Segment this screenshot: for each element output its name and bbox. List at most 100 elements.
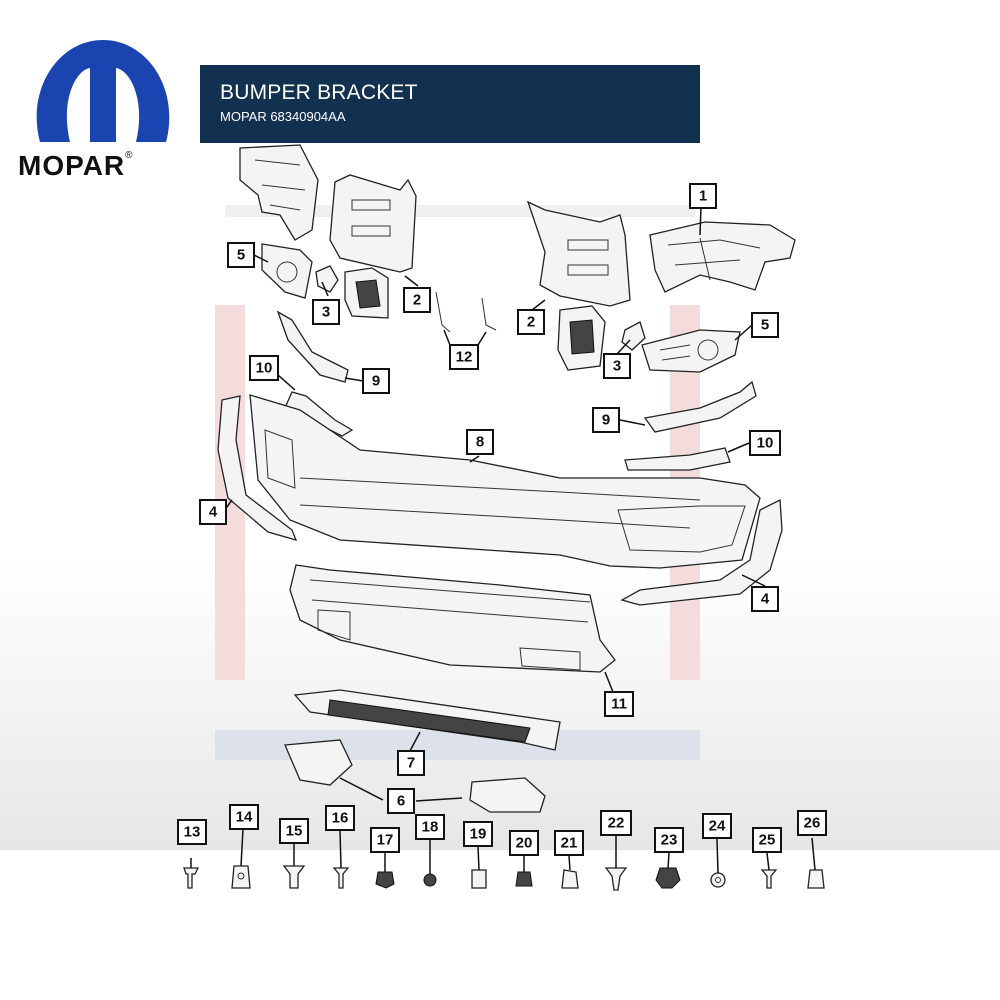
strap-right [481, 297, 497, 331]
svg-text:15: 15 [286, 823, 303, 840]
svg-text:21: 21 [561, 835, 578, 852]
callout-3-left: 3 [312, 299, 340, 325]
svg-text:13: 13 [184, 824, 201, 841]
clip-bracket-left [315, 265, 339, 293]
callout-5-right: 5 [751, 312, 779, 338]
callout-15: 15 [279, 818, 309, 844]
callout-5-left: 5 [227, 242, 255, 268]
callout-1: 1 [689, 183, 717, 209]
fastener-26 [807, 869, 825, 889]
end-cap-left [217, 395, 298, 541]
svg-text:3: 3 [322, 304, 330, 321]
fastener-18 [423, 873, 437, 887]
callout-10-left: 10 [249, 355, 279, 381]
fastener-14 [231, 865, 251, 889]
svg-text:8: 8 [476, 434, 484, 451]
svg-text:4: 4 [209, 504, 218, 521]
callout-3-right: 3 [603, 353, 631, 379]
fastener-22 [604, 867, 628, 891]
callout-22: 22 [600, 810, 632, 836]
svg-text:9: 9 [602, 412, 610, 429]
mounting-plate-left [329, 174, 417, 273]
fastener-17 [375, 871, 395, 889]
fastener-13 [183, 867, 200, 889]
leader-lines [190, 205, 816, 874]
callout-14: 14 [229, 804, 259, 830]
callout-23: 23 [654, 827, 684, 853]
fastener-21 [561, 869, 579, 889]
sensor-bracket-left [344, 267, 389, 319]
callout-19: 19 [463, 821, 493, 847]
callout-12: 12 [449, 344, 479, 370]
svg-text:4: 4 [761, 591, 770, 608]
callout-6: 6 [387, 788, 415, 814]
callout-9-left: 9 [362, 368, 390, 394]
main-bumper-cover [249, 394, 761, 569]
strap-left [435, 291, 451, 333]
callout-13: 13 [177, 819, 207, 845]
callout-16: 16 [325, 805, 355, 831]
svg-text:9: 9 [372, 373, 380, 390]
mounting-plate-right [526, 200, 631, 307]
part-number: MOPAR 68340904AA [220, 109, 346, 124]
fastener-25 [760, 869, 778, 889]
svg-text:19: 19 [470, 826, 487, 843]
svg-text:1: 1 [699, 188, 707, 205]
callout-20: 20 [509, 830, 539, 856]
mopar-m-logo-icon [36, 40, 170, 142]
svg-text:26: 26 [804, 815, 821, 832]
svg-text:6: 6 [397, 793, 405, 810]
fastener-20 [515, 871, 533, 887]
svg-text:5: 5 [761, 317, 769, 334]
callout-26: 26 [797, 810, 827, 836]
svg-text:7: 7 [407, 755, 415, 772]
svg-text:12: 12 [456, 349, 473, 366]
fastener-19 [471, 869, 487, 889]
svg-text:18: 18 [422, 819, 439, 836]
svg-text:2: 2 [413, 292, 421, 309]
callout-2-left: 2 [403, 287, 431, 313]
callout-21: 21 [554, 830, 584, 856]
svg-text:2: 2 [527, 314, 535, 331]
svg-text:25: 25 [759, 832, 776, 849]
svg-text:16: 16 [332, 810, 349, 827]
svg-text:3: 3 [613, 358, 621, 375]
callout-18: 18 [415, 814, 445, 840]
svg-text:17: 17 [377, 832, 394, 849]
callout-25: 25 [752, 827, 782, 853]
lower-trim-right [624, 447, 731, 471]
grille-insert [293, 689, 561, 751]
bracket-right-upper [649, 221, 796, 293]
fog-trim-right [469, 777, 546, 813]
svg-text:10: 10 [256, 360, 273, 377]
page-title: BUMPER BRACKET [220, 81, 418, 104]
lower-valance [289, 564, 616, 673]
callout-11: 11 [604, 691, 634, 717]
callout-4-left: 4 [199, 499, 227, 525]
fastener-16 [332, 867, 350, 889]
svg-text:23: 23 [661, 832, 678, 849]
fog-bezel-left [261, 243, 313, 299]
sensor-bracket-right [557, 305, 606, 371]
callout-24: 24 [702, 813, 732, 839]
fog-bezel-right [641, 329, 741, 373]
callout-7: 7 [397, 750, 425, 776]
fastener-24 [710, 872, 726, 888]
svg-text:10: 10 [757, 435, 774, 452]
callout-2-right: 2 [517, 309, 545, 335]
title-banner: BUMPER BRACKET MOPAR 68340904AA [200, 65, 700, 143]
upper-trim-right [643, 380, 757, 433]
callout-9-right: 9 [592, 407, 620, 433]
svg-text:20: 20 [516, 835, 533, 852]
upper-trim-left [276, 310, 349, 383]
callout-8: 8 [466, 429, 494, 455]
svg-text:24: 24 [709, 818, 726, 835]
fog-trim-left [284, 739, 353, 786]
svg-text:11: 11 [611, 696, 627, 713]
svg-text:5: 5 [237, 247, 245, 264]
end-cap-right [620, 498, 783, 606]
fastener-23 [655, 867, 681, 889]
callout-17: 17 [370, 827, 400, 853]
callout-10-right: 10 [749, 430, 781, 456]
